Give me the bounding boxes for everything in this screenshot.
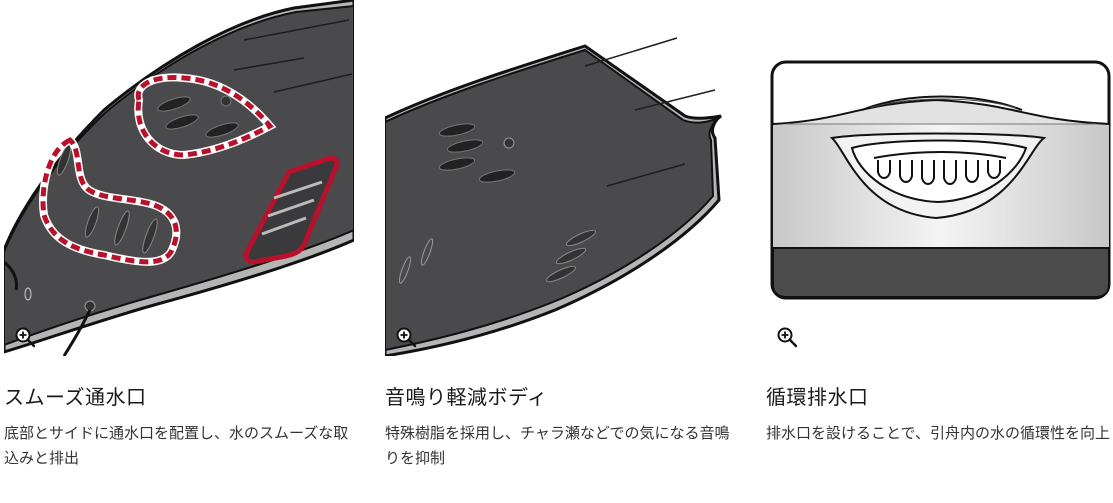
drain-port-illustration <box>770 60 1111 300</box>
hull-bottom-illustration <box>4 0 354 356</box>
feature-image-smooth-inlet[interactable] <box>4 0 354 356</box>
feature-description: 排水口を設けることで、引舟内の水の循環性を向上 <box>766 424 1110 442</box>
feature-description: 底部とサイドに通水口を配置し、水のスムーズな取込みと排出 <box>4 424 349 467</box>
zoom-in-icon[interactable] <box>14 326 36 348</box>
zoom-in-icon[interactable] <box>395 326 417 348</box>
feature-image-noise-reduction[interactable] <box>385 0 735 356</box>
feature-image-circulation-drain[interactable] <box>766 0 1113 356</box>
feature-card-circulation-drain: 循環排水口 排水口を設けることで、引舟内の水の循環性を向上 <box>766 0 1113 503</box>
feature-description: 特殊樹脂を採用し、チャラ瀬などでの気になる音鳴りを抑制 <box>385 424 730 467</box>
zoom-in-icon[interactable] <box>776 326 798 348</box>
feature-card-noise-reduction: 音鳴り軽減ボディ 特殊樹脂を採用し、チャラ瀬などでの気になる音鳴りを抑制 <box>385 0 735 503</box>
feature-card-smooth-inlet: スムーズ通水口 底部とサイドに通水口を配置し、水のスムーズな取込みと排出 <box>4 0 354 503</box>
feature-title: 循環排水口 <box>766 385 869 409</box>
feature-title: 音鳴り軽減ボディ <box>385 385 548 409</box>
feature-title: スムーズ通水口 <box>4 385 147 409</box>
hull-side-illustration <box>385 37 722 356</box>
